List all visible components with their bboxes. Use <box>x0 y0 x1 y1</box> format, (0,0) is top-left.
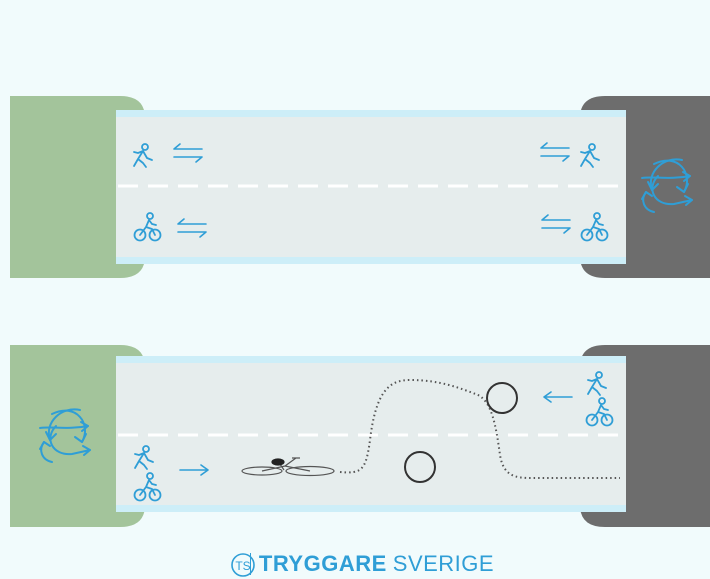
path-edge-top <box>116 356 626 363</box>
scene-top <box>10 96 710 278</box>
brand-name-bold: TRYGGARE <box>259 551 387 576</box>
path-edge-top <box>116 110 626 117</box>
brand-separator <box>250 553 251 575</box>
scene-bottom <box>10 345 710 527</box>
brand-name-light: SVERIGE <box>393 551 494 576</box>
path-edge-bottom <box>116 505 626 512</box>
path-edge-bottom <box>116 257 626 264</box>
